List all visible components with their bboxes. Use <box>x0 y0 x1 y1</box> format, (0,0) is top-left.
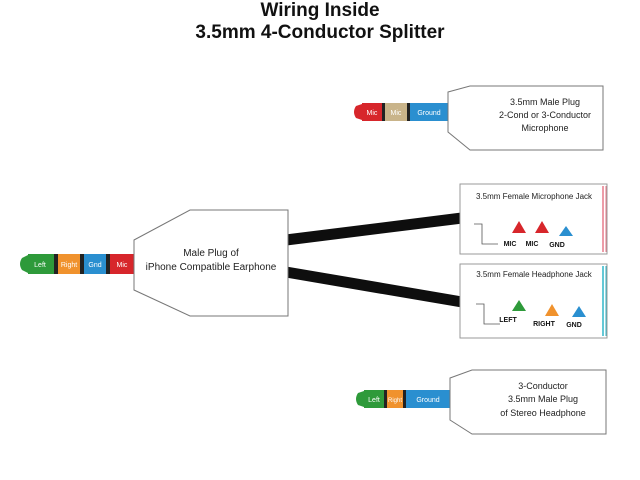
mic-plug-body <box>447 85 604 151</box>
stereo-plug-insulator-2 <box>403 390 406 408</box>
stereo-plug-seg-1 <box>364 390 384 408</box>
mic-jack-pin-1 <box>512 221 526 233</box>
main-plug-seg-1 <box>28 254 54 274</box>
mic-male-plug: Mic Mic Ground 3.5mm Male Plug 2-Cond or… <box>354 85 604 151</box>
mic-plug-label-1: 3.5mm Male Plug <box>510 97 580 107</box>
headphone-jack-pin-gnd-label: GND <box>566 322 582 329</box>
mic-jack-title: 3.5mm Female Microphone Jack <box>476 192 593 201</box>
mic-jack-body <box>459 183 608 255</box>
stereo-plug-seg-1-label: Left <box>368 397 380 404</box>
mic-plug-seg-2-label: Mic <box>391 110 402 117</box>
headphone-jack-pin-right <box>545 304 559 316</box>
stereo-plug-insulator-1 <box>384 390 387 408</box>
diagram-title-line1: Wiring Inside <box>260 0 380 21</box>
stereo-male-plug: Left Right Ground 3-Conductor 3.5mm Male… <box>356 369 607 435</box>
mic-plug-seg-3-label: Ground <box>417 110 440 117</box>
mic-plug-label-2: 2-Cond or 3-Conductor <box>499 110 591 120</box>
main-plug-seg-2-label: Right <box>61 262 77 269</box>
stereo-plug-body <box>449 369 607 435</box>
stereo-plug-seg-3-label: Ground <box>416 397 439 404</box>
stereo-plug-seg-2-label: Right <box>388 398 402 404</box>
headphone-jack-pin-gnd <box>572 306 586 317</box>
main-plug-insulator-2 <box>80 254 84 274</box>
mic-plug-seg-1 <box>362 103 382 121</box>
main-plug-seg-4 <box>110 254 134 274</box>
splitter-cables <box>285 212 463 308</box>
headphone-jack-pin-left-label: LEFT <box>499 317 517 324</box>
main-plug-insulator-3 <box>106 254 110 274</box>
stereo-plug-seg-3 <box>406 390 450 408</box>
mic-jack-wire <box>474 223 498 245</box>
mic-jack-pin-2 <box>535 221 549 233</box>
main-plug-seg-3 <box>84 254 106 274</box>
mic-jack-pin-3 <box>559 226 573 236</box>
mic-jack-pin-2-label: MIC <box>526 241 539 248</box>
main-plug-seg-2 <box>58 254 80 274</box>
main-plug-label-2: iPhone Compatible Earphone <box>146 262 277 273</box>
mic-plug-tip <box>354 104 362 120</box>
main-plug-insulator-1 <box>54 254 58 274</box>
headphone-jack-body <box>459 263 608 339</box>
stereo-plug-label-3: of Stereo Headphone <box>500 408 586 418</box>
mic-plug-insulator-1 <box>382 103 385 121</box>
headphone-jack-pin-right-label: RIGHT <box>533 321 556 328</box>
headphone-jack-wire <box>476 303 500 325</box>
main-plug-seg-3-label: Gnd <box>88 262 101 269</box>
stereo-plug-tip <box>356 391 364 407</box>
stereo-plug-seg-2 <box>387 390 403 408</box>
mic-plug-seg-2 <box>385 103 407 121</box>
stereo-plug-label-1: 3-Conductor <box>518 381 568 391</box>
main-4-conductor-plug: Left Right Gnd Mic Male Plug of iPhone C… <box>20 209 289 317</box>
main-plug-seg-1-label: Left <box>34 262 46 269</box>
mic-jack-pin-3-label: GND <box>549 242 565 249</box>
mic-plug-insulator-2 <box>407 103 410 121</box>
headphone-jack-pin-left <box>512 300 526 311</box>
headphone-jack-title: 3.5mm Female Headphone Jack <box>476 270 593 279</box>
mic-plug-seg-3 <box>410 103 448 121</box>
mic-jack-pin-1-label: MIC <box>504 241 517 248</box>
cable-to-headphone-jack <box>285 266 463 308</box>
cable-to-mic-jack <box>285 212 463 246</box>
mic-plug-label-3: Microphone <box>521 123 568 133</box>
mic-female-jack: 3.5mm Female Microphone Jack MIC MIC GND <box>459 183 608 255</box>
main-plug-tip <box>20 255 28 273</box>
mic-plug-seg-1-label: Mic <box>367 110 378 117</box>
main-plug-body <box>133 209 289 317</box>
headphone-female-jack: 3.5mm Female Headphone Jack LEFT RIGHT G… <box>459 263 608 339</box>
diagram-title-line2: 3.5mm 4-Conductor Splitter <box>195 22 445 43</box>
main-plug-seg-4-label: Mic <box>117 262 128 269</box>
stereo-plug-label-2: 3.5mm Male Plug <box>508 394 578 404</box>
main-plug-label-1: Male Plug of <box>183 248 239 259</box>
